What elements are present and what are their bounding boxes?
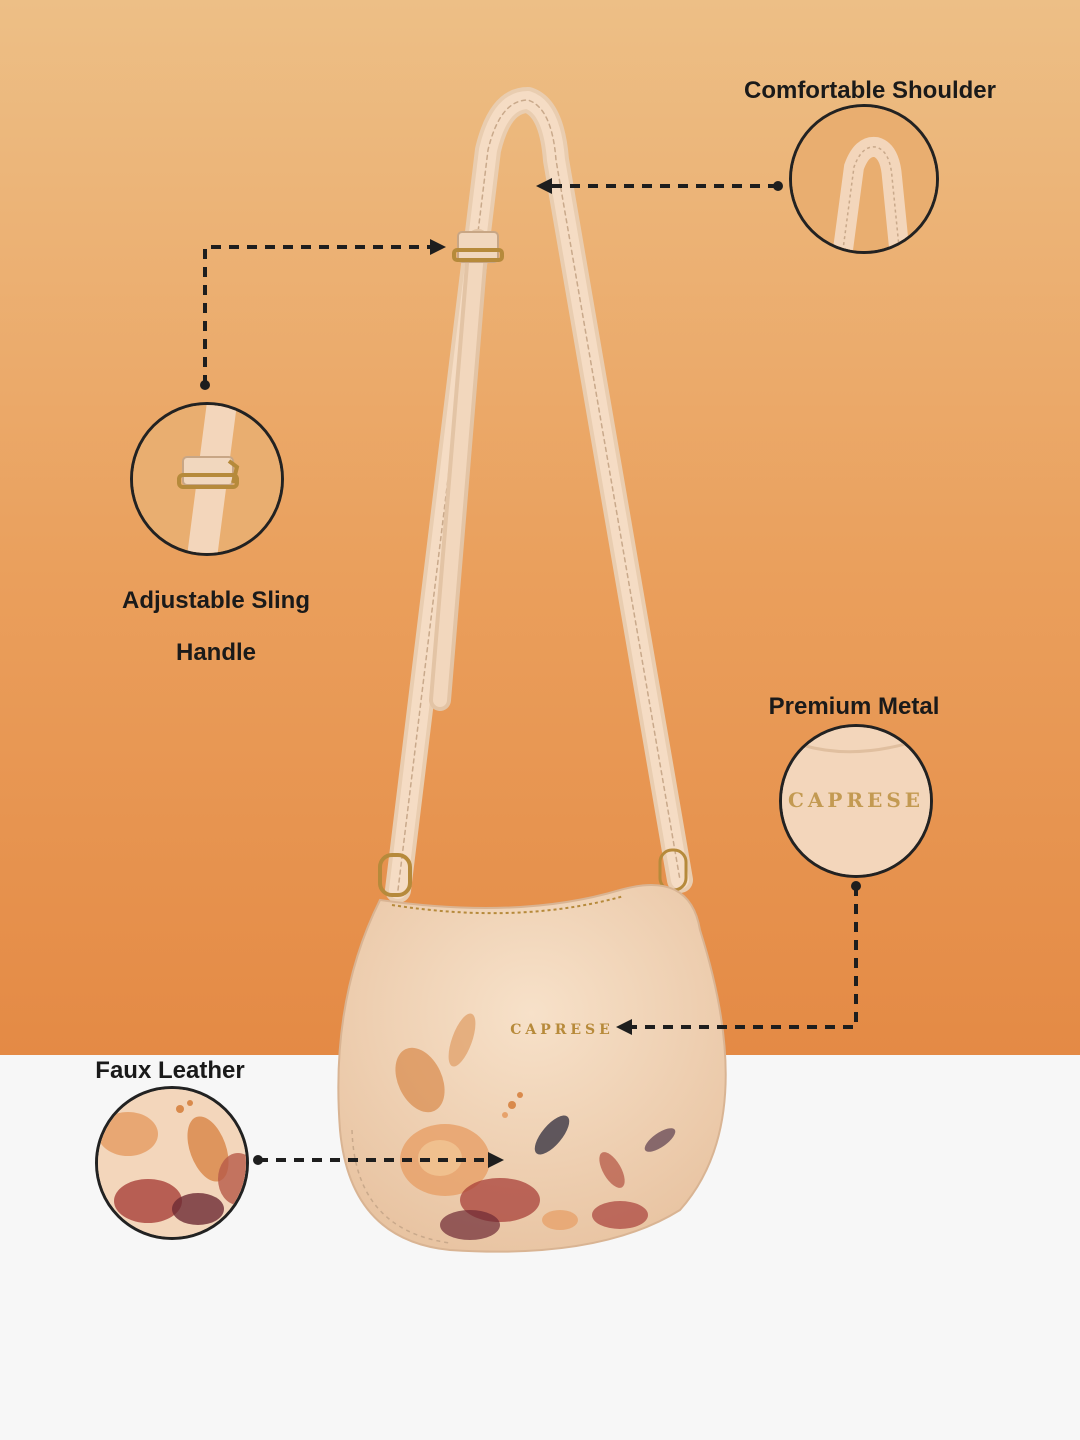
metal-logo-title-line1: Premium Metal	[768, 693, 940, 720]
connector-shoulder-handle	[536, 178, 783, 194]
floral-texture-icon	[98, 1089, 246, 1237]
sling-handle-zoom	[130, 402, 284, 556]
sling-handle-title-line1: Adjustable Sling	[121, 587, 310, 614]
connector-metal-logo	[616, 881, 861, 1035]
connector-sling-handle	[200, 239, 446, 390]
metal-logo-zoom: CAPRESE	[779, 724, 933, 878]
shoulder-handle-title-line1: Comfortable Shoulder	[743, 77, 996, 104]
buckle-icon	[133, 405, 281, 553]
floral-print	[395, 1013, 676, 1240]
zoom-logo-text: CAPRESE	[788, 788, 924, 812]
logo-plate-icon: CAPRESE	[782, 727, 930, 875]
strap-loop-icon	[792, 107, 936, 251]
shoulder-handle-zoom	[789, 104, 939, 254]
bag-logo: CAPRESE	[510, 1022, 614, 1038]
bag-strap	[385, 87, 693, 903]
sling-handle-label: Adjustable Sling Handle	[90, 562, 342, 692]
connector-faux-leather	[253, 1152, 504, 1168]
strap-buckle	[452, 231, 504, 263]
faux-leather-zoom	[95, 1086, 249, 1240]
sling-handle-title-line2: Handle	[175, 639, 256, 666]
faux-leather-label: Faux Leather	[95, 1057, 245, 1084]
